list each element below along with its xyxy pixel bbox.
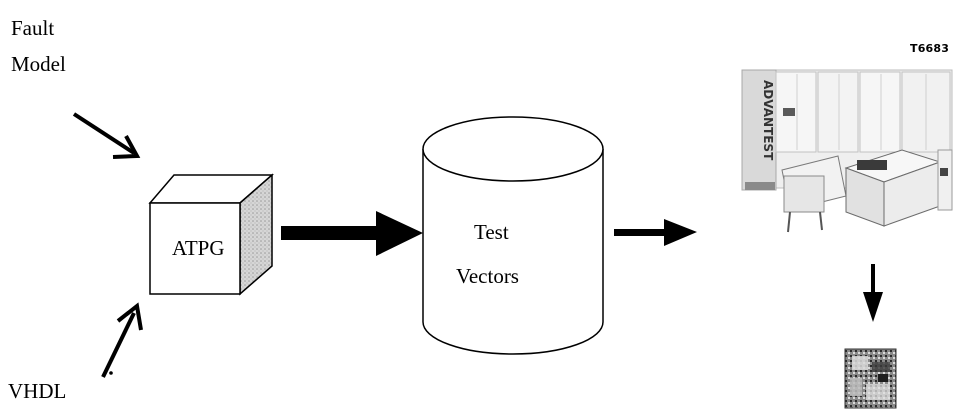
vhdl-arrow — [101, 302, 143, 378]
chip-die-image — [844, 348, 897, 409]
vhdl-label: VHDL — [8, 379, 67, 403]
test-vectors-cylinder — [422, 116, 604, 355]
generate-arrow — [281, 211, 423, 256]
tester-model-tag: T6683 — [910, 42, 950, 55]
tester-image — [741, 69, 953, 233]
fault-model-arrow — [72, 112, 141, 159]
atpg-label: ATPG — [172, 236, 225, 260]
test-vectors-line2: Vectors — [456, 264, 519, 288]
fault-label: Fault — [11, 16, 55, 40]
atpg-cube — [148, 173, 274, 296]
model-label: Model — [11, 52, 66, 76]
load-arrow — [614, 219, 697, 246]
test-arrow — [863, 264, 883, 322]
tester-brand-text: ADVANTEST — [761, 80, 775, 161]
test-vectors-line1: Test — [474, 220, 509, 244]
